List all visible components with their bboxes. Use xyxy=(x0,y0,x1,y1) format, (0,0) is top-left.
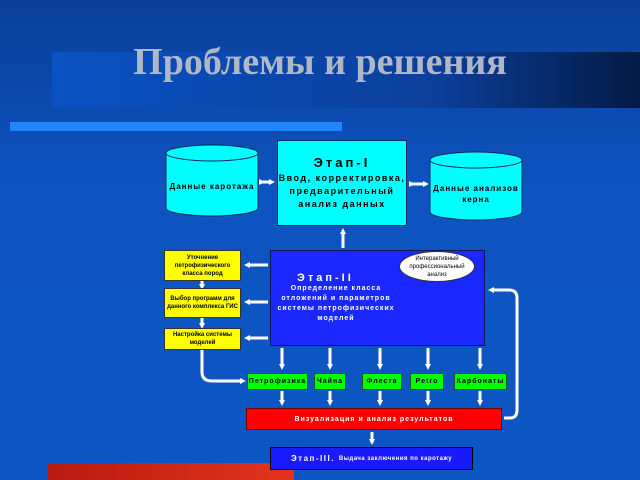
module-flesta: Флеста xyxy=(362,373,402,390)
stage-3-box: Этап-III. Выдача заключения по каротажу xyxy=(270,447,473,470)
stage-2-title: Этап-II xyxy=(297,272,354,284)
module-carbonates: Карбонаты xyxy=(454,373,507,390)
stage-1-title: Этап-I xyxy=(313,155,371,170)
stage-3-description: Выдача заключения по каротажу xyxy=(338,455,453,462)
interactive-analysis-cloud: Интерактивный профессиональный анализ xyxy=(399,251,475,282)
side-box-select-programs: Выбор программ для данного комплекса ГИС xyxy=(164,288,241,318)
slide-title: Проблемы и решения xyxy=(133,41,507,83)
cylinder-label-logging: Данные каротажа xyxy=(169,182,255,191)
cylinder-label-core: Данные анализов керна xyxy=(433,184,519,204)
stage-3-title: Этап-III. xyxy=(290,454,335,463)
data-cylinder-logging xyxy=(165,144,259,217)
module-petro: Petro xyxy=(410,373,444,390)
stage-1-line-2: предварительный xyxy=(289,186,395,196)
connector-arrows xyxy=(199,179,519,445)
side-box-refine-class: Уточнение петрофизического класса пород xyxy=(164,250,241,281)
module-chaina: Чайна xyxy=(314,373,346,390)
decorative-line xyxy=(10,122,342,131)
stage-2-description: Определение класса отложений и параметро… xyxy=(277,285,395,322)
data-cylinder-core xyxy=(429,151,523,221)
decorative-band-top xyxy=(52,52,640,108)
stage-1-box: Этап-I Ввод, корректировка, предваритель… xyxy=(277,140,407,226)
stage-1-line-1: Ввод, корректировка, xyxy=(278,173,406,183)
side-box-model-tuning: Настройка системы моделей xyxy=(164,328,241,350)
decorative-band-bottom xyxy=(48,463,294,480)
visualization-box: Визуализация и анализ результатов xyxy=(246,408,502,430)
stage-1-line-3: анализ данных xyxy=(298,199,386,209)
module-petrophysics: Петрофизика xyxy=(247,373,308,390)
